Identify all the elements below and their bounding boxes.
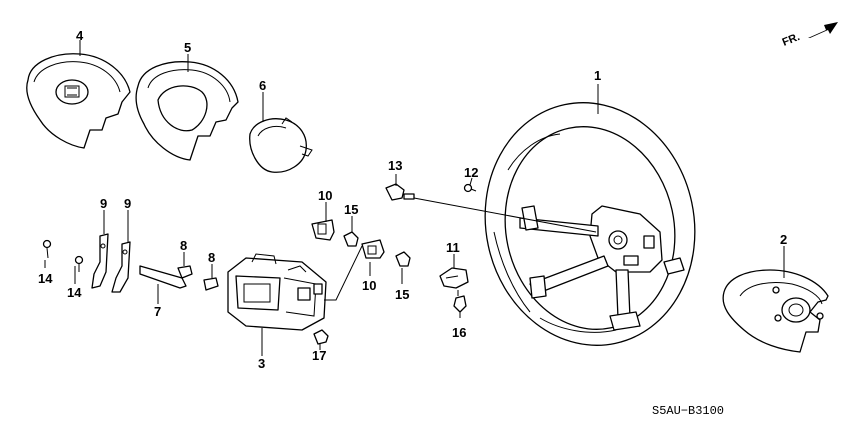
front-arrow-icon [808,22,838,38]
callout-8a: 8 [180,238,187,253]
part-nut-upper [343,216,359,247]
part-screw-16 [453,290,467,318]
part-bolt-17 [313,329,329,350]
part-screw-lower [74,255,84,284]
callout-17: 17 [312,348,326,363]
callout-12: 12 [464,165,478,180]
callout-16: 16 [452,325,466,340]
part-screw-small [463,177,477,193]
callout-2: 2 [780,232,787,247]
part-bracket-assembly [227,253,327,356]
callout-10a: 10 [318,188,332,203]
wire-harness [324,245,363,301]
diagram-code: S5AU−B3100 [652,404,724,418]
callout-9b: 9 [124,196,131,211]
part-steering-wheel [484,84,696,346]
callout-13: 13 [388,158,402,173]
part-airbag-module [722,246,829,353]
callout-7: 7 [154,304,161,319]
part-small-bracket [439,254,469,289]
part-bar [139,265,187,304]
part-screw-upper [42,239,52,268]
part-bracket-left [91,210,109,289]
part-connector-upper [311,202,335,241]
callout-11: 11 [446,240,460,255]
callout-4: 4 [76,28,84,43]
direction-label: FR. [781,31,802,49]
callout-14a: 14 [38,271,53,286]
callout-1: 1 [594,68,601,83]
part-clip-upper [177,252,193,279]
front-direction-indicator: FR. [781,22,838,49]
part-airbag-cover [135,54,239,161]
part-bracket-right [111,210,131,293]
callout-5: 5 [184,40,191,55]
callout-14b: 14 [67,285,82,300]
callout-labels: 1 2 3 4 5 6 7 8 8 9 9 10 10 11 12 13 14 … [38,28,787,371]
part-clip-lower [203,264,219,291]
part-airbag-cover-emblem [26,40,131,149]
callout-8b: 8 [208,250,215,265]
callout-9a: 9 [100,196,107,211]
part-nut-lower [395,251,411,284]
callout-3: 3 [258,356,265,371]
callout-6: 6 [259,78,266,93]
part-cover-trim [249,92,313,173]
part-bolt-main [385,174,597,233]
part-connector-lower [361,239,385,276]
callout-10b: 10 [362,278,376,293]
callout-15a: 15 [344,202,358,217]
callout-15b: 15 [395,287,409,302]
